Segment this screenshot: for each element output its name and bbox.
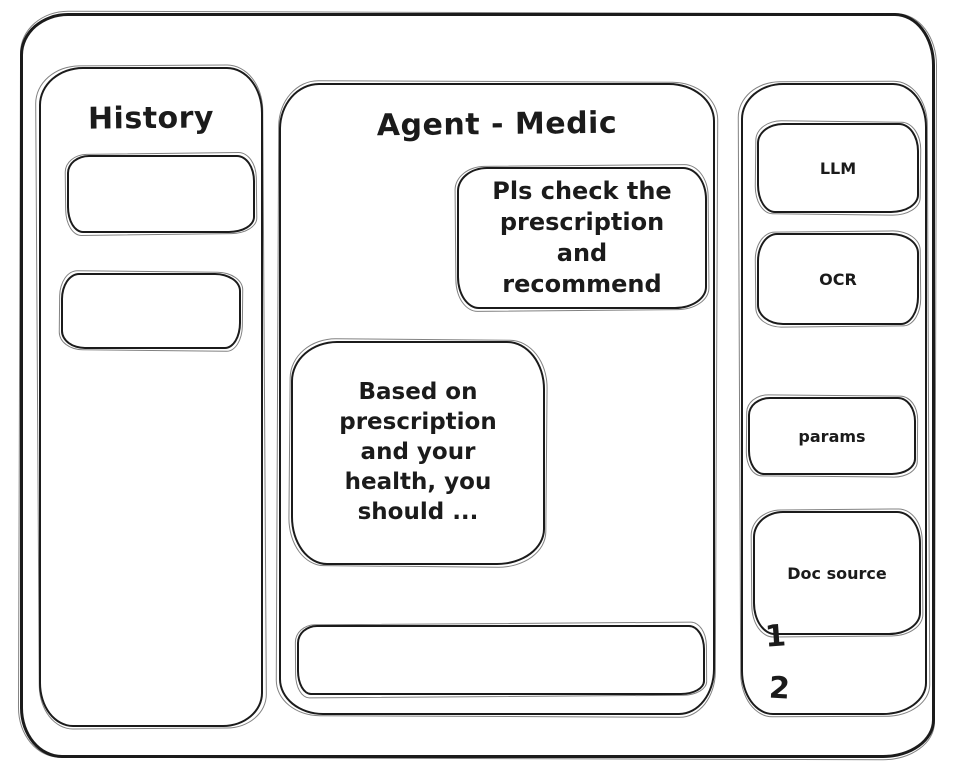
agent-message-bubble: Based on prescription and your health, y… bbox=[291, 341, 545, 565]
history-panel: History bbox=[39, 67, 263, 727]
app-window: History Agent - Medic Pls check the pres… bbox=[20, 13, 935, 758]
message-input[interactable] bbox=[311, 631, 695, 689]
tools-panel: LLM OCR params Doc source 1 2 bbox=[741, 83, 927, 715]
doc-source-item-2: 2 bbox=[768, 670, 791, 707]
chat-panel: Agent - Medic Pls check the prescription… bbox=[279, 83, 715, 715]
history-item[interactable] bbox=[61, 273, 241, 349]
history-title: History bbox=[87, 100, 215, 137]
llm-button[interactable]: LLM bbox=[757, 123, 919, 213]
user-message-bubble: Pls check the prescription and recommend bbox=[457, 167, 707, 309]
doc-source-item-1: 1 bbox=[763, 618, 788, 655]
doc-source-button[interactable]: Doc source bbox=[753, 511, 921, 635]
chat-title: Agent - Medic bbox=[376, 105, 618, 144]
ocr-button[interactable]: OCR bbox=[757, 233, 919, 325]
history-item[interactable] bbox=[67, 155, 255, 233]
message-input-box[interactable] bbox=[297, 625, 705, 695]
params-button[interactable]: params bbox=[748, 397, 916, 475]
